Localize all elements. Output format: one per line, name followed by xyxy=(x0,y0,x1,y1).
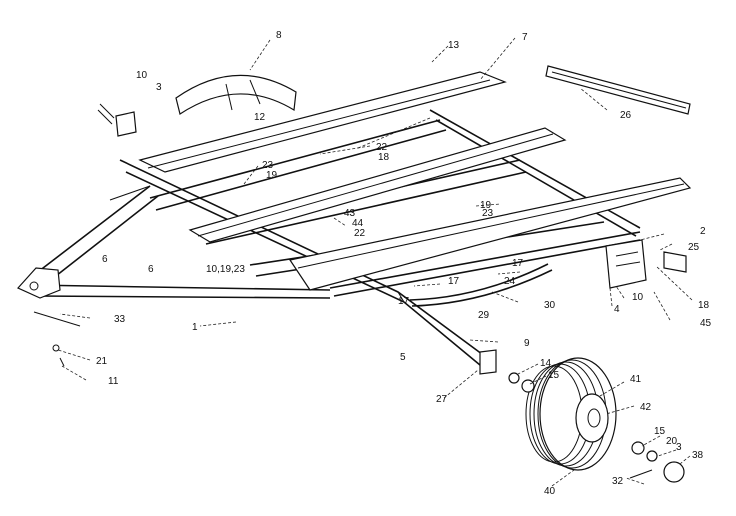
hub-hardware xyxy=(508,372,685,483)
label-14: 14 xyxy=(540,358,552,369)
label-21: 21 xyxy=(96,356,108,367)
label-27: 27 xyxy=(436,394,448,405)
label-32: 32 xyxy=(612,476,624,487)
label-19b: 19 xyxy=(480,200,492,211)
label-30: 30 xyxy=(544,300,556,311)
label-7: 7 xyxy=(522,32,528,43)
label-33: 33 xyxy=(114,314,126,325)
label-2: 2 xyxy=(700,226,706,237)
coupler xyxy=(17,267,61,299)
label-44: 44 xyxy=(352,218,364,229)
axle-bracket xyxy=(605,239,687,289)
label-11: 11 xyxy=(108,376,119,387)
part-labels: 8 13 7 10 3 12 26 22 18 23 19 2 43 44 22… xyxy=(96,30,712,497)
bunk-boards xyxy=(138,71,692,291)
label-23: 23 xyxy=(262,160,274,171)
tongue-a-frame xyxy=(29,185,331,299)
label-10b: 10 xyxy=(632,292,644,303)
label-15b: 15 xyxy=(654,426,666,437)
label-24: 24 xyxy=(504,276,516,287)
safety-chain xyxy=(33,311,81,367)
label-4: 4 xyxy=(614,304,620,315)
label-20: 20 xyxy=(666,436,678,447)
fender-bracket xyxy=(97,103,137,137)
label-17b: 17 xyxy=(398,296,410,307)
label-19: 19 xyxy=(266,170,278,181)
wheel-assembly xyxy=(525,357,617,471)
label-17c: 17 xyxy=(512,258,524,269)
label-41: 41 xyxy=(630,374,642,385)
leader-lines xyxy=(57,37,693,487)
side-rail-26 xyxy=(545,65,691,115)
label-10: 10 xyxy=(136,70,148,81)
label-29: 29 xyxy=(478,310,490,321)
label-40: 40 xyxy=(544,486,556,497)
label-18: 18 xyxy=(378,152,390,163)
label-17: 17 xyxy=(448,276,460,287)
label-23b: 23 xyxy=(482,208,494,219)
label-45: 45 xyxy=(700,318,712,329)
label-3: 3 xyxy=(156,82,162,93)
label-22b: 22 xyxy=(354,228,366,239)
label-15: 15 xyxy=(548,370,560,381)
label-5: 5 xyxy=(400,352,406,363)
leaf-spring xyxy=(409,263,553,307)
label-3b: 3 xyxy=(676,442,682,453)
label-25: 25 xyxy=(688,242,700,253)
label-42: 42 xyxy=(640,402,652,413)
label-22: 22 xyxy=(376,142,388,153)
label-13: 13 xyxy=(448,40,460,51)
label-26: 26 xyxy=(620,110,632,121)
spring-hanger xyxy=(479,349,497,375)
label-43: 43 xyxy=(344,208,356,219)
label-8: 8 xyxy=(276,30,282,41)
label-10-19-23: 10,19,23 xyxy=(206,264,245,275)
label-6b: 6 xyxy=(148,264,154,275)
label-38: 38 xyxy=(692,450,704,461)
label-1: 1 xyxy=(192,322,198,333)
label-12: 12 xyxy=(254,112,266,123)
label-18b: 18 xyxy=(698,300,710,311)
fender xyxy=(175,74,297,115)
label-9: 9 xyxy=(524,338,530,349)
label-6: 6 xyxy=(102,254,108,265)
